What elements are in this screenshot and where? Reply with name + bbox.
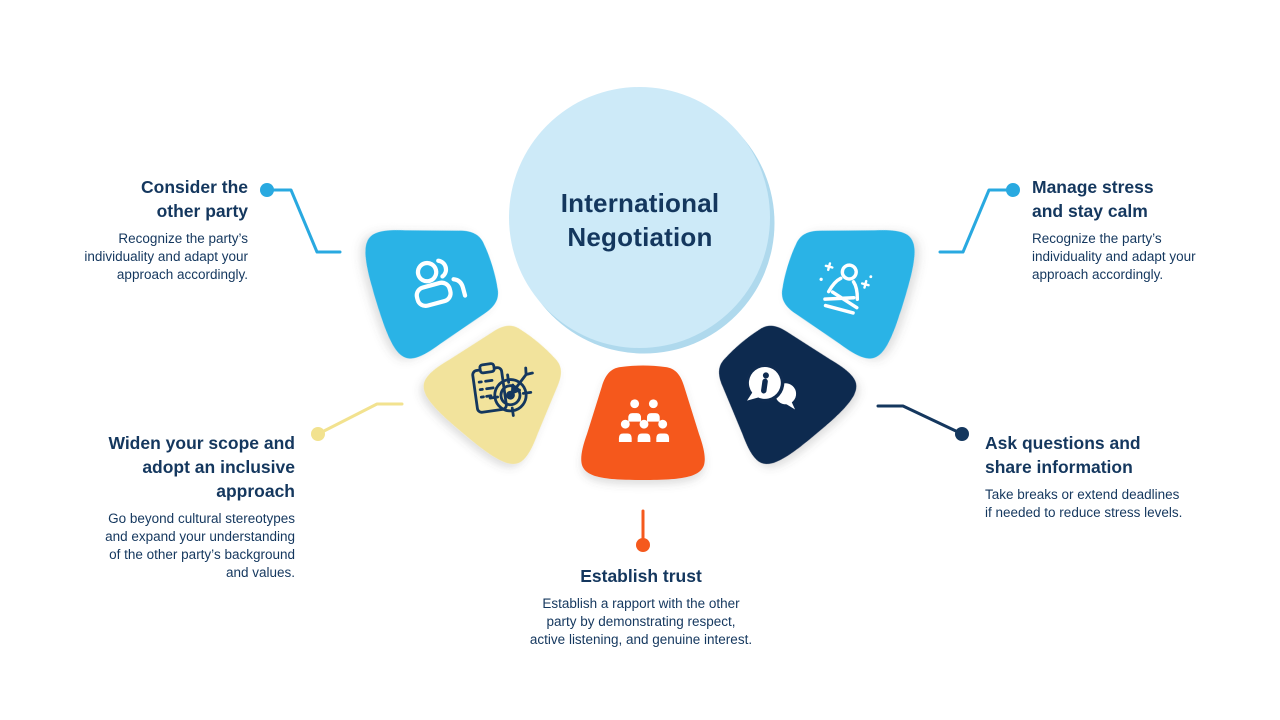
callout-widen-body: Go beyond cultural stereotypes and expan… (105, 511, 295, 580)
meditation-icon (819, 262, 873, 315)
connector-dot (636, 538, 650, 552)
callout-ask-body: Take breaks or extend deadlines if neede… (985, 487, 1183, 520)
callout-widen-title: Widen your scope and adopt an inclusive … (108, 433, 295, 501)
central-circle (509, 87, 775, 354)
clipboard-target-icon (471, 362, 534, 417)
connector-ask (876, 404, 969, 441)
connector-consider (260, 183, 342, 254)
callout-establish: Establish trust Establish a rapport with… (481, 564, 801, 649)
team-icon (618, 399, 670, 442)
connector-dot (1006, 183, 1020, 197)
page-title: International Negotiation (560, 188, 720, 252)
connector-manage (938, 183, 1020, 254)
connectors (260, 183, 1020, 552)
callout-manage: Manage stress and stay calm Recognize th… (1032, 175, 1280, 284)
callout-manage-title: Manage stress and stay calm (1032, 177, 1154, 221)
circle-fill (509, 87, 770, 348)
connector-establish (636, 509, 650, 552)
callout-consider-title: Consider the other party (141, 177, 248, 221)
connector-dot (311, 427, 325, 441)
callout-consider: Consider the other party Recognize the p… (0, 175, 248, 284)
callout-ask: Ask questions and share information Take… (985, 431, 1280, 522)
callout-establish-body: Establish a rapport with the other party… (529, 596, 753, 647)
connector-dot (260, 183, 274, 197)
callout-establish-title: Establish trust (580, 566, 702, 586)
people-icon (414, 258, 468, 309)
connector-dot (955, 427, 969, 441)
chat-info-icon (745, 363, 797, 410)
callout-consider-body: Recognize the party’s individuality and … (84, 231, 248, 282)
callout-ask-title: Ask questions and share information (985, 433, 1141, 477)
callout-widen: Widen your scope and adopt an inclusive … (0, 431, 295, 582)
connector-widen (311, 402, 404, 441)
callout-manage-body: Recognize the party’s individuality and … (1032, 231, 1196, 282)
